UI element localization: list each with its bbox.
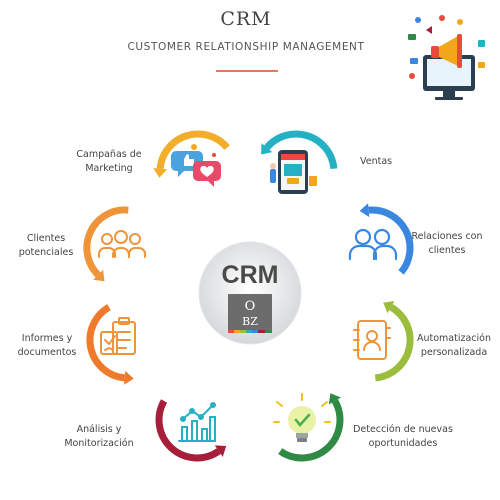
segment-deteccion xyxy=(278,399,344,462)
logo-letter-o: O xyxy=(245,299,256,314)
line-chart-icon xyxy=(178,402,216,442)
segment-campanas xyxy=(156,130,230,170)
clipboard-icon xyxy=(100,317,136,355)
logo-letters-bz: BZ xyxy=(242,315,258,328)
phone-store-icon xyxy=(270,150,317,194)
chat-likes-icon xyxy=(171,144,221,187)
segment-arrow-ventas xyxy=(261,143,273,155)
crm-center: CRM O BZ xyxy=(198,241,302,345)
segment-arrow-automatizacion xyxy=(383,301,395,314)
obz-logo: O BZ xyxy=(228,294,272,333)
segment-analisis xyxy=(155,399,221,462)
page-subtitle: CUSTOMER RELATIONSHIP MANAGEMENT xyxy=(127,41,365,53)
segment-arrow-campanas xyxy=(153,168,168,178)
title-divider xyxy=(216,70,278,72)
contact-book-icon xyxy=(353,320,391,360)
segment-arrow-relaciones xyxy=(359,203,370,218)
segment-clientes xyxy=(83,206,129,278)
lightbulb-icon xyxy=(273,393,331,442)
segment-automatizacion xyxy=(374,304,414,382)
segment-informes xyxy=(86,304,126,382)
segment-arrow-analisis xyxy=(214,445,227,457)
page-title: CRM xyxy=(220,8,272,30)
label-ventas: Ventas xyxy=(360,156,393,167)
segment-arrow-clientes xyxy=(93,269,105,282)
segment-arrow-informes xyxy=(124,370,134,385)
segment-ventas xyxy=(264,130,338,170)
center-title: CRM xyxy=(222,261,279,289)
marketing-monitor-icon xyxy=(408,15,485,100)
segment-relaciones xyxy=(368,206,414,275)
two-users-icon xyxy=(348,228,398,261)
users-group-icon xyxy=(98,230,146,258)
segment-arrow-deteccion xyxy=(328,393,341,405)
